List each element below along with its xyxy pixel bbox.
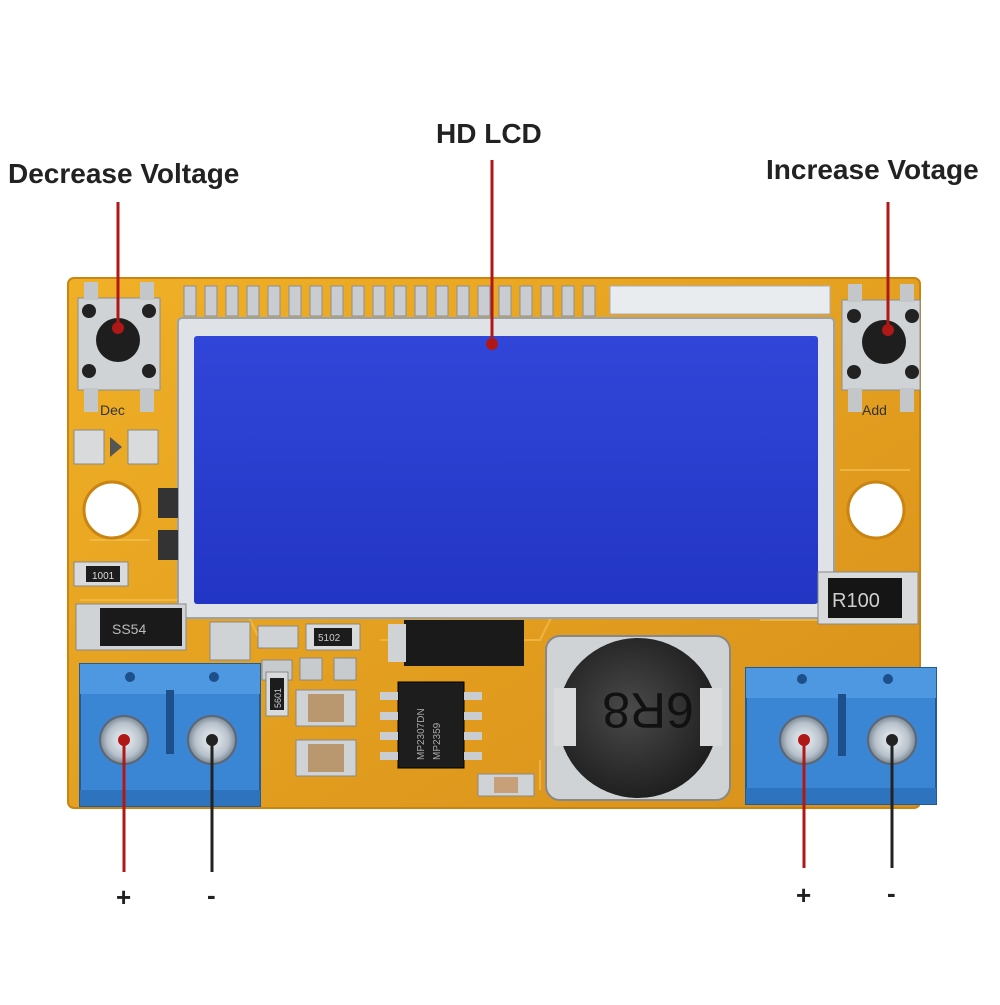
smd-cap-bottom bbox=[477, 773, 535, 797]
mount-hole-left bbox=[82, 480, 142, 540]
resistor-1001: 1001 bbox=[73, 561, 129, 587]
leader-increase-dot bbox=[882, 324, 894, 336]
leader-in-minus-dot bbox=[206, 734, 218, 746]
lcd-pin bbox=[414, 285, 428, 317]
mount-hole-right bbox=[846, 480, 906, 540]
chip-leg bbox=[380, 692, 398, 700]
lcd-pin bbox=[582, 285, 596, 317]
lcd-pin bbox=[372, 285, 386, 317]
lcd-pin bbox=[183, 285, 197, 317]
silkscreen-r1001: 1001 bbox=[92, 571, 115, 582]
silkscreen-inductor: 6R8 bbox=[602, 682, 694, 738]
ic-top bbox=[388, 620, 524, 666]
lcd-pin bbox=[477, 285, 491, 317]
leader-in-plus-dot bbox=[118, 734, 130, 746]
label-decrease-voltage: Decrease Voltage bbox=[8, 158, 240, 189]
controller-chip: MP2307DN MP2359 bbox=[380, 681, 482, 769]
lcd-flex-strip bbox=[609, 285, 831, 315]
lcd-pin bbox=[330, 285, 344, 317]
silkscreen-dec: Dec bbox=[100, 402, 125, 418]
label-input-plus: + bbox=[116, 882, 132, 912]
lcd-pin bbox=[540, 285, 554, 317]
silkscreen-r100: R100 bbox=[832, 590, 880, 612]
lcd-pin bbox=[246, 285, 260, 317]
label-hd-lcd: HD LCD bbox=[436, 118, 542, 149]
chip-leg bbox=[464, 692, 482, 700]
silkscreen-ss54: SS54 bbox=[112, 621, 146, 637]
silkscreen-chip_line2: MP2359 bbox=[432, 722, 443, 760]
inductor-6r8: 6R8 bbox=[545, 635, 731, 801]
smd-caps-left bbox=[295, 689, 357, 777]
lcd-pin bbox=[288, 285, 302, 317]
label-output-minus: - bbox=[887, 878, 896, 908]
diode-ss54: SS54 bbox=[75, 603, 187, 651]
leader-decrease-dot bbox=[112, 322, 124, 334]
lcd-pin bbox=[393, 285, 407, 317]
silkscreen-chip_line1: MP2307DN bbox=[416, 708, 427, 760]
label-input-minus: - bbox=[207, 880, 216, 910]
label-increase-voltage: Increase Votage bbox=[766, 154, 979, 185]
lcd-pin bbox=[456, 285, 470, 317]
smd-diode-left bbox=[73, 429, 159, 465]
chip-leg bbox=[464, 712, 482, 720]
lcd-pin bbox=[435, 285, 449, 317]
leader-out-plus-dot bbox=[798, 734, 810, 746]
resistor-r100: R100 bbox=[817, 571, 919, 625]
leader-hd-lcd-dot bbox=[486, 338, 498, 350]
lcd-pin bbox=[351, 285, 365, 317]
resistor-5601: 5601 bbox=[265, 671, 289, 717]
chip-leg bbox=[380, 752, 398, 760]
leader-out-minus-dot bbox=[886, 734, 898, 746]
smd-caps-row: 5102 bbox=[209, 621, 361, 681]
label-output-plus: + bbox=[796, 880, 812, 910]
lcd-pin bbox=[225, 285, 239, 317]
lcd-header-pins bbox=[183, 285, 596, 317]
lcd-pin bbox=[498, 285, 512, 317]
output-terminal-block bbox=[745, 667, 937, 805]
lcd-pin bbox=[267, 285, 281, 317]
silkscreen-r5102: 5102 bbox=[318, 633, 341, 644]
smd-column-left bbox=[158, 488, 178, 560]
add-button[interactable] bbox=[841, 284, 921, 412]
chip-leg bbox=[464, 752, 482, 760]
lcd-pin bbox=[519, 285, 533, 317]
lcd-pin bbox=[309, 285, 323, 317]
silkscreen-r5601: 5601 bbox=[273, 688, 283, 708]
silkscreen-add: Add bbox=[862, 402, 887, 418]
chip-leg bbox=[380, 712, 398, 720]
chip-leg bbox=[464, 732, 482, 740]
lcd-pin bbox=[204, 285, 218, 317]
lcd-screen bbox=[194, 336, 818, 604]
leader-lines bbox=[112, 160, 898, 872]
chip-leg bbox=[380, 732, 398, 740]
lcd-pin bbox=[561, 285, 575, 317]
